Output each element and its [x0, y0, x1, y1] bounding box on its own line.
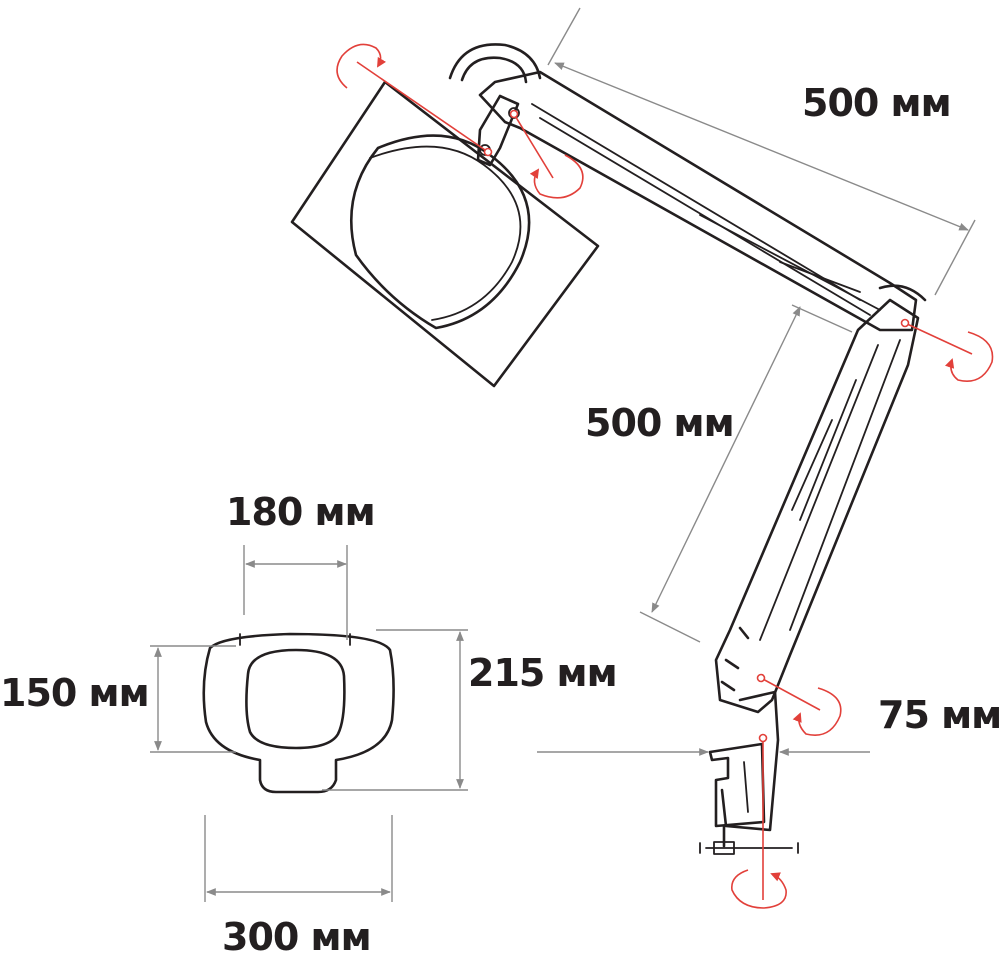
rotation-marker-head — [336, 43, 493, 157]
dim-label-lower-arm: 500 мм — [585, 401, 734, 445]
dim-label-lens-width: 180 мм — [226, 490, 375, 534]
dim-label-upper-arm: 500 мм — [802, 81, 951, 125]
rotation-marker-head-joint — [509, 109, 584, 199]
dim-label-head-total-height: 215 мм — [468, 651, 617, 695]
magnifier-head-side — [290, 80, 600, 388]
rotation-markers — [336, 43, 994, 909]
dimension-lines — [150, 7, 976, 902]
dim-label-head-width: 300 мм — [222, 915, 371, 953]
dimension-labels: 500 мм 500 мм 180 мм 150 мм 215 мм 300 м… — [0, 81, 1000, 953]
dim-label-clamp-opening: 75 мм — [878, 693, 1000, 737]
magnifier-head-front — [202, 632, 395, 794]
table-clamp — [699, 690, 799, 855]
rotation-marker-base-joint — [756, 673, 842, 736]
rotation-marker-elbow — [900, 318, 994, 382]
rotation-marker-clamp — [731, 733, 787, 909]
lower-arm — [714, 298, 920, 714]
dim-label-head-height: 150 мм — [0, 671, 149, 715]
